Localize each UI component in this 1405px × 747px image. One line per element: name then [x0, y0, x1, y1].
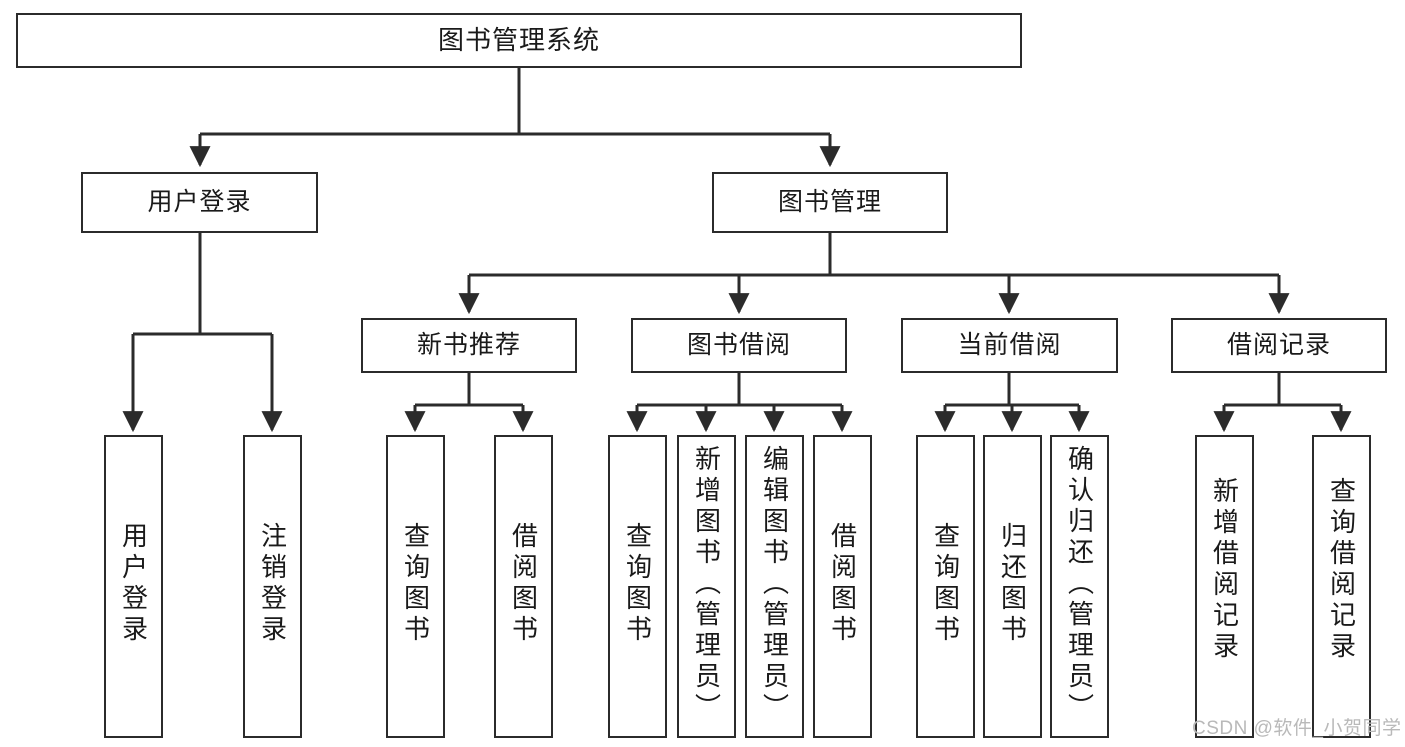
node-leaf-user-login[interactable]: 用户登录	[104, 435, 163, 738]
node-user-login[interactable]: 用户登录	[81, 172, 318, 233]
node-leaf-query-record[interactable]: 查询借阅记录	[1312, 435, 1371, 738]
node-leaf-confirm-return-label: 确认归还（管理员）	[1064, 445, 1095, 724]
node-user-login-label: 用户登录	[147, 188, 252, 217]
node-leaf-query-book-2-label: 查询图书	[622, 522, 653, 646]
node-leaf-query-record-label: 查询借阅记录	[1326, 477, 1357, 663]
node-leaf-edit-book-label: 编辑图书（管理员）	[759, 445, 790, 724]
node-leaf-borrow-book-1[interactable]: 借阅图书	[494, 435, 553, 738]
node-borrow-record-label: 借阅记录	[1226, 331, 1331, 360]
node-leaf-query-book-1[interactable]: 查询图书	[386, 435, 445, 738]
node-book-borrow[interactable]: 图书借阅	[631, 318, 847, 373]
node-new-book-recommend[interactable]: 新书推荐	[361, 318, 577, 373]
node-current-borrow-label: 当前借阅	[957, 331, 1062, 360]
node-leaf-user-login-label: 用户登录	[118, 522, 149, 646]
node-leaf-query-book-3-label: 查询图书	[930, 522, 961, 646]
node-book-management[interactable]: 图书管理	[712, 172, 948, 233]
node-leaf-return-book-label: 归还图书	[997, 522, 1028, 646]
node-leaf-add-book[interactable]: 新增图书（管理员）	[677, 435, 736, 738]
node-leaf-logout-login-label: 注销登录	[257, 522, 288, 646]
watermark: CSDN @软件_小贺同学	[1192, 718, 1402, 739]
node-root[interactable]: 图书管理系统	[16, 13, 1022, 68]
node-leaf-borrow-book-1-label: 借阅图书	[508, 522, 539, 646]
node-leaf-logout-login[interactable]: 注销登录	[243, 435, 302, 738]
node-book-borrow-label: 图书借阅	[686, 331, 791, 360]
node-leaf-add-book-label: 新增图书（管理员）	[691, 445, 722, 724]
node-leaf-edit-book[interactable]: 编辑图书（管理员）	[745, 435, 804, 738]
node-book-management-label: 图书管理	[777, 188, 882, 217]
node-leaf-query-book-1-label: 查询图书	[400, 522, 431, 646]
node-leaf-return-book[interactable]: 归还图书	[983, 435, 1042, 738]
node-current-borrow[interactable]: 当前借阅	[901, 318, 1118, 373]
node-borrow-record[interactable]: 借阅记录	[1171, 318, 1387, 373]
node-leaf-add-record-label: 新增借阅记录	[1209, 477, 1240, 663]
node-leaf-borrow-book-2[interactable]: 借阅图书	[813, 435, 872, 738]
node-leaf-add-record[interactable]: 新增借阅记录	[1195, 435, 1254, 738]
node-new-book-recommend-label: 新书推荐	[416, 331, 521, 360]
node-leaf-borrow-book-2-label: 借阅图书	[827, 522, 858, 646]
node-leaf-query-book-3[interactable]: 查询图书	[916, 435, 975, 738]
node-leaf-query-book-2[interactable]: 查询图书	[608, 435, 667, 738]
node-leaf-confirm-return[interactable]: 确认归还（管理员）	[1050, 435, 1109, 738]
node-root-label: 图书管理系统	[437, 24, 600, 55]
